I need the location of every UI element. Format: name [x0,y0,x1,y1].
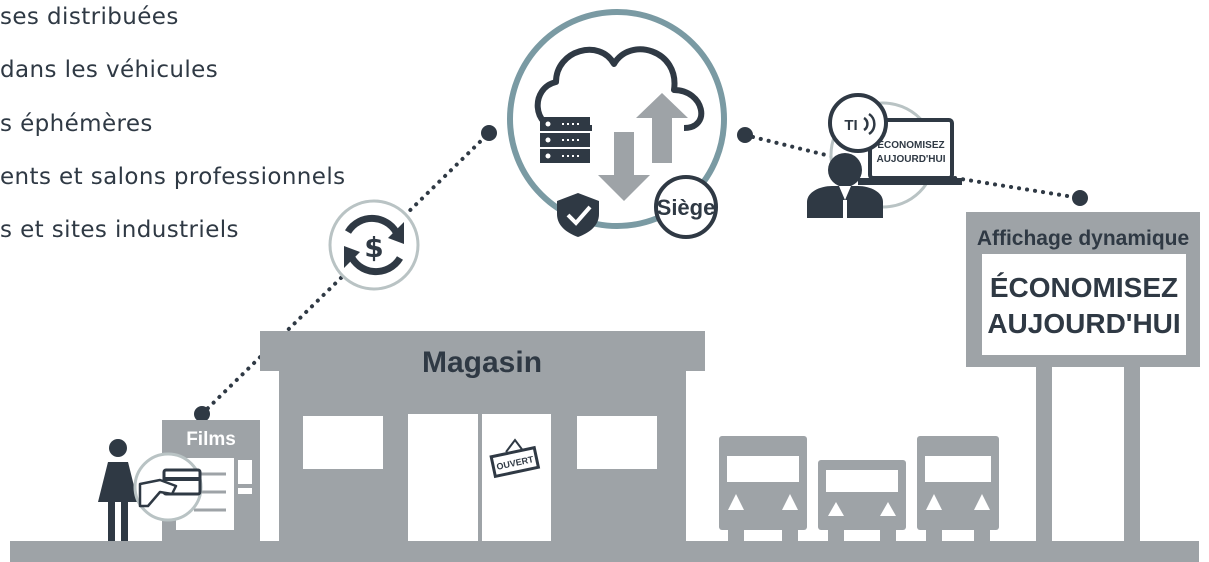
laptop-screen-line1: ÉCONOMISEZ [877,138,944,151]
server-icon [540,117,590,163]
ground-line [10,541,1199,562]
store-name: Magasin [422,346,542,379]
it-badge [828,93,888,153]
arrow-down-icon [598,132,650,201]
connector-dot [481,125,497,141]
list-item: s éphémères [0,111,153,137]
person-icon [807,153,883,218]
sign-title: Affichage dynamique [977,227,1189,250]
connector-dot [194,406,210,422]
van-icon [917,436,999,542]
connector-cloud-laptop [743,133,840,160]
laptop-screen-line2: AUJOURD'HUI [876,154,945,165]
connector-laptop-sign [953,176,1082,200]
store-window [303,416,383,469]
kiosk-label: Films [186,429,236,450]
it-badge-label: TI [844,117,857,134]
wireless-icon [863,112,876,136]
cloud-hq: Siège [507,9,727,239]
truck-icon [719,436,807,542]
payment-sync-icon: $ [328,199,420,291]
connector-dot [737,127,753,143]
it-workstation: ÉCONOMISEZ AUJOURD'HUI TI [807,93,962,218]
svg-text:$: $ [364,231,383,264]
list-item: ses distribuées [0,4,179,30]
store-window [577,416,657,469]
list-item: ents et salons professionnels [0,164,346,190]
list-item: dans les véhicules [0,57,219,83]
open-sign: OUVERT [489,438,541,479]
hq-label: Siège [657,195,716,220]
cloud-icon [534,46,705,131]
car-icon [818,460,906,542]
card-payment-icon [133,452,203,522]
customer-person-icon [98,439,138,542]
sign-line2: AUJOURD'HUI [987,308,1180,339]
store-building: Magasin OUVERT [260,331,705,545]
arrow-up-icon [636,93,688,163]
list-item: s et sites industriels [0,217,239,243]
sign-line1: ÉCONOMISEZ [990,272,1178,303]
digital-sign: Affichage dynamique ÉCONOMISEZ AUJOURD'H… [966,212,1200,542]
connector-dot [1072,190,1088,206]
hq-badge [654,175,718,239]
shield-icon [557,193,599,237]
